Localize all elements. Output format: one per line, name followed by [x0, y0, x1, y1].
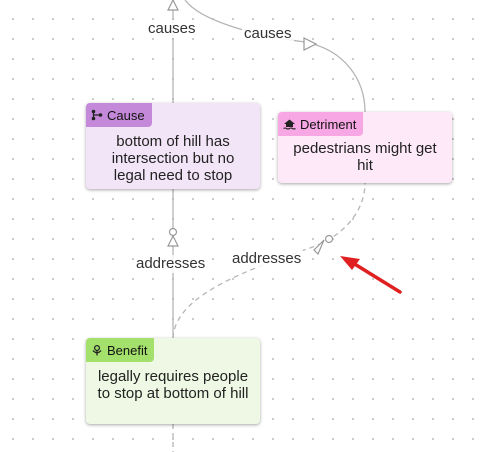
cause-text: bottom of hill has intersection but no l…: [111, 133, 235, 184]
edge-label-addresses-left[interactable]: addresses: [134, 255, 208, 273]
benefit-node[interactable]: Benefit legally requires people to stop …: [86, 338, 260, 424]
detriment-node[interactable]: Detriment pedestrians might get hit: [278, 112, 452, 183]
detriment-text: pedestrians might get hit: [293, 140, 437, 174]
edge-label-causes-right[interactable]: causes: [242, 25, 294, 43]
edge-causes-right[interactable]: [184, 0, 366, 113]
edge-causes-left[interactable]: [167, 0, 179, 103]
red-pointer-arrow-icon: [340, 256, 402, 294]
benefit-type-label: Benefit: [107, 342, 148, 358]
cause-node[interactable]: Cause bottom of hill has intersection bu…: [86, 103, 260, 189]
cause-badge: Cause: [86, 103, 152, 127]
edge-label-causes-left[interactable]: causes: [146, 20, 198, 38]
house-flood-icon: [283, 119, 296, 130]
edge-label-addresses-right[interactable]: addresses: [230, 250, 304, 268]
flower-icon: [92, 344, 102, 356]
benefit-text: legally requires people to stop at botto…: [97, 368, 249, 402]
benefit-badge: Benefit: [86, 338, 155, 362]
detriment-badge: Detriment: [278, 112, 364, 136]
detriment-type-label: Detriment: [300, 116, 357, 132]
cause-type-label: Cause: [107, 107, 145, 123]
branch-icon: [91, 109, 103, 121]
